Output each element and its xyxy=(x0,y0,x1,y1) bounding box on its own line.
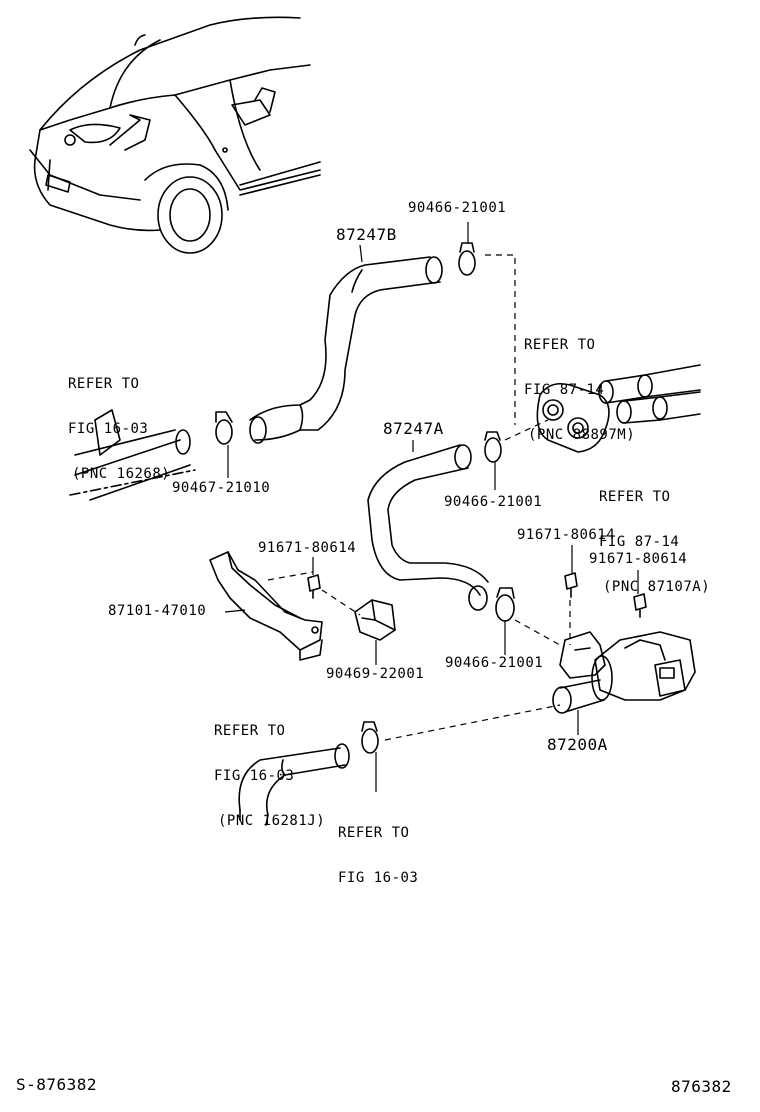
ref-pipes-line-3: (PNC 87107A) xyxy=(603,579,711,595)
hose-87247b xyxy=(249,256,443,444)
label-90466-21001-valve: 90466-21001 xyxy=(445,655,544,671)
ref-grommet: REFER TO FIG 87-14 (PNC 88897M) xyxy=(524,308,635,473)
ref-left-line-2: FIG 16-03 xyxy=(68,421,149,437)
car-illustration xyxy=(29,16,321,254)
footer-left-code: S-876382 xyxy=(16,1075,98,1094)
grommet xyxy=(536,382,610,453)
bracket xyxy=(209,551,323,661)
footer-right-code: 876382 xyxy=(671,1077,732,1096)
label-87101-47010: 87101-47010 xyxy=(108,603,207,619)
label-90467-21010: 90467-21010 xyxy=(172,480,271,496)
ref-bottom-left-line-3: (PNC 16281J) xyxy=(218,813,326,829)
label-87200a: 87200A xyxy=(547,735,608,754)
ref-bottom-mid-line-2: FIG 16-03 xyxy=(338,870,419,886)
ref-left-line-3: (PNC 16268) xyxy=(72,466,171,482)
label-87247b: 87247B xyxy=(336,225,397,244)
label-90466-21001-top: 90466-21001 xyxy=(408,200,507,216)
label-87247a: 87247A xyxy=(383,419,444,438)
label-91671-80614-mid: 91671-80614 xyxy=(517,527,616,543)
ref-bottom-mid: REFER TO FIG 16-03 xyxy=(338,796,418,916)
ref-bottom-left-line-1: REFER TO xyxy=(214,723,286,739)
left-pipe xyxy=(69,409,196,501)
ref-grommet-line-3: (PNC 88897M) xyxy=(528,427,636,443)
ref-left: REFER TO FIG 16-03 (PNC 16268) xyxy=(68,347,170,512)
clamps xyxy=(215,242,515,754)
label-91671-80614-right: 91671-80614 xyxy=(589,551,688,567)
ref-pipes-line-1: REFER TO xyxy=(599,489,671,505)
lower-left-hose xyxy=(238,743,350,826)
right-pipes xyxy=(598,364,701,424)
ref-bottom-mid-line-1: REFER TO xyxy=(338,825,410,841)
label-91671-80614-left: 91671-80614 xyxy=(258,540,357,556)
ref-pipes-line-2: FIG 87-14 xyxy=(599,534,680,550)
ref-bottom-left: REFER TO FIG 16-03 (PNC 16281J) xyxy=(214,694,325,859)
ref-bottom-left-line-2: FIG 16-03 xyxy=(214,768,295,784)
clip xyxy=(354,599,396,641)
ref-left-line-1: REFER TO xyxy=(68,376,140,392)
label-90466-21001-mid: 90466-21001 xyxy=(444,494,543,510)
ref-grommet-line-1: REFER TO xyxy=(524,337,596,353)
hose-87247a xyxy=(367,444,489,611)
valve-87200a xyxy=(552,631,696,714)
ref-pipes: REFER TO FIG 87-14 (PNC 87107A) xyxy=(599,460,710,625)
bolts xyxy=(307,572,647,618)
ref-grommet-line-2: FIG 87-14 xyxy=(524,382,605,398)
label-90469-22001: 90469-22001 xyxy=(326,666,425,682)
